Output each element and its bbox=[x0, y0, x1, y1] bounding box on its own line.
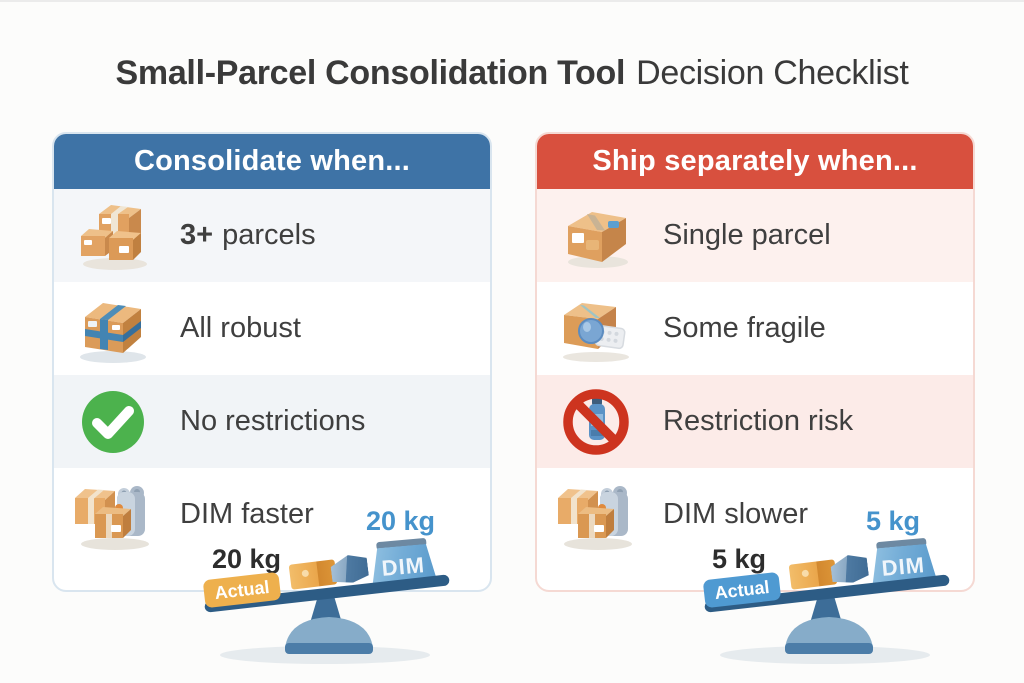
on-beam-parcel bbox=[788, 559, 838, 590]
dim-weight-value: 5 kg bbox=[866, 506, 921, 536]
balance-scale-ship-separately: 5 kg Actual DIM 5 kg bbox=[668, 500, 968, 677]
check-circle-icon bbox=[70, 382, 156, 462]
scale-pedestal bbox=[785, 596, 873, 654]
row-label-text: DIM slower bbox=[663, 498, 809, 530]
row-label-bold: 3+ bbox=[180, 219, 214, 251]
page-title: Small-Parcel Consolidation Tool Decision … bbox=[0, 54, 1024, 93]
title-main: Small-Parcel Consolidation Tool bbox=[115, 54, 626, 92]
row-label-text: No restrictions bbox=[180, 405, 366, 437]
strapped-box-icon bbox=[70, 289, 156, 369]
row-label: Some fragile bbox=[663, 312, 826, 345]
row-restriction-risk: Restriction risk bbox=[537, 375, 973, 468]
parcel-stack-icon bbox=[70, 196, 156, 276]
panel-ship-separately-header: Ship separately when... bbox=[537, 134, 973, 189]
row-label-text: Single parcel bbox=[663, 219, 831, 251]
scale-shadow bbox=[220, 646, 430, 664]
on-beam-envelope bbox=[329, 553, 369, 585]
balance-scale-consolidate: 20 kg Actual DIM 20 kg bbox=[168, 500, 468, 677]
on-beam-envelope bbox=[829, 553, 869, 585]
row-single-parcel: Single parcel bbox=[537, 189, 973, 282]
row-no-restrictions: No restrictions bbox=[54, 375, 490, 468]
row-dim-slower: DIM slower bbox=[537, 468, 973, 561]
row-label-text: Restriction risk bbox=[663, 405, 854, 437]
row-label: 3+parcels bbox=[180, 219, 316, 252]
title-suffix: Decision Checklist bbox=[636, 54, 909, 92]
row-label: All robust bbox=[180, 312, 301, 345]
dim-box-jug-icon bbox=[553, 475, 639, 555]
row-label-text: All robust bbox=[180, 312, 301, 344]
single-parcel-icon bbox=[553, 196, 639, 276]
scale-shadow bbox=[720, 646, 930, 664]
panel-consolidate-header: Consolidate when... bbox=[54, 134, 490, 189]
row-3plus-parcels: 3+parcels bbox=[54, 189, 490, 282]
dim-weight-value: 20 kg bbox=[366, 506, 436, 536]
row-label: DIM slower bbox=[663, 498, 808, 531]
row-label: DIM faster bbox=[180, 498, 314, 531]
row-some-fragile: Some fragile bbox=[537, 282, 973, 375]
row-label: Restriction risk bbox=[663, 405, 853, 438]
scale-pedestal bbox=[285, 596, 373, 654]
row-label-text: DIM faster bbox=[180, 498, 314, 530]
actual-weight-value: 5 kg bbox=[712, 544, 767, 574]
row-label-text: parcels bbox=[222, 219, 316, 251]
dim-box-jug-icon bbox=[70, 475, 156, 555]
row-dim-faster: DIM faster bbox=[54, 468, 490, 561]
on-beam-parcel bbox=[288, 559, 338, 590]
row-label: No restrictions bbox=[180, 405, 365, 438]
row-all-robust: All robust bbox=[54, 282, 490, 375]
row-label-text: Some fragile bbox=[663, 312, 826, 344]
fragile-box-icon bbox=[553, 289, 639, 369]
panel-consolidate: Consolidate when... bbox=[52, 132, 492, 592]
no-aerosol-icon bbox=[553, 382, 639, 462]
actual-weight-value: 20 kg bbox=[212, 544, 282, 574]
row-label: Single parcel bbox=[663, 219, 831, 252]
panel-ship-separately: Ship separately when... Single parcel bbox=[535, 132, 975, 592]
